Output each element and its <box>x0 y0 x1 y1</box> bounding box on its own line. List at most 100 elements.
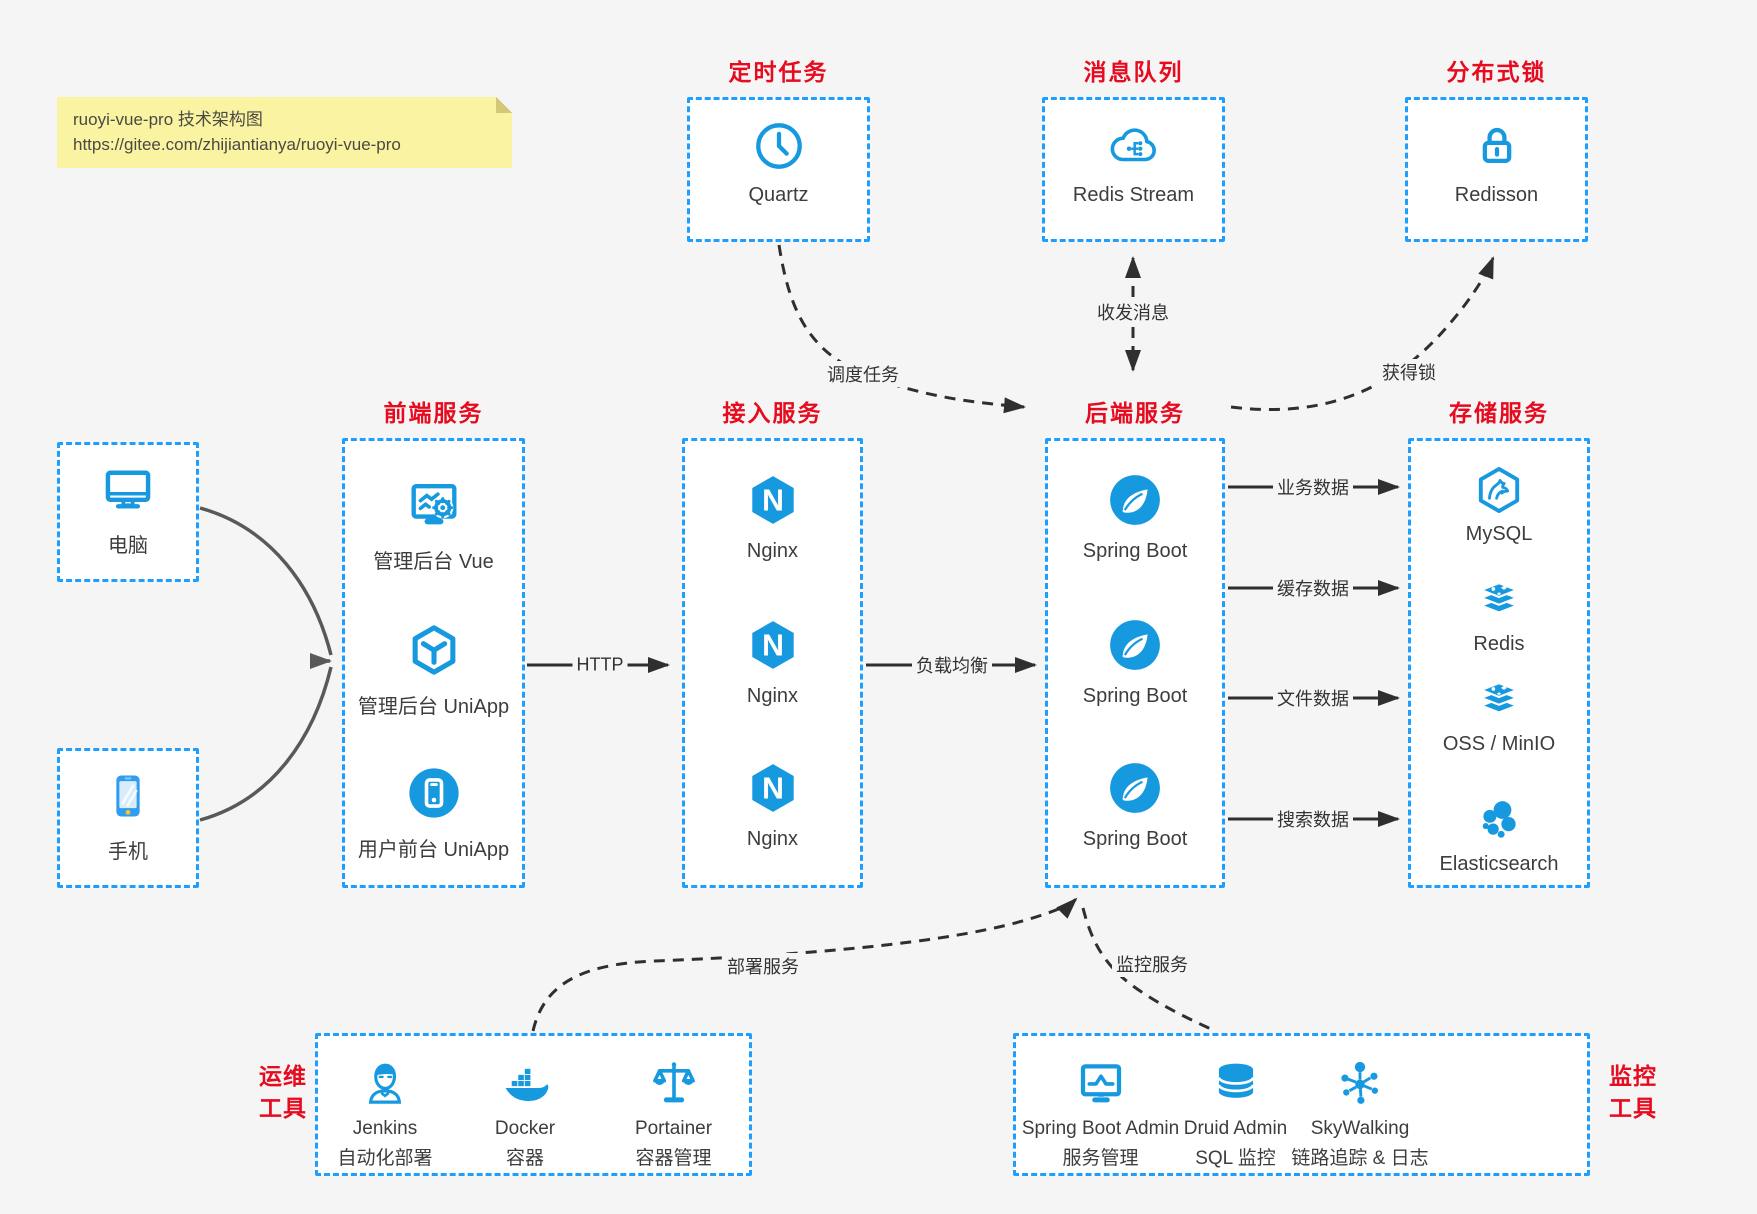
edge-label-deploy-service: 部署服务 <box>723 953 803 979</box>
sticky-note: ruoyi-vue-pro 技术架构图 https://gitee.com/zh… <box>57 97 512 168</box>
spring-boot-node-3: Spring Boot <box>1045 759 1225 851</box>
skywalking-node: SkyWalking 链路追踪 & 日志 <box>1260 1056 1460 1170</box>
skywalking-icon <box>1341 1061 1378 1104</box>
redisson-label: Redisson <box>1454 184 1539 206</box>
monitor-title-line1: 监控 <box>1609 1063 1657 1089</box>
admin-vue-node: 管理后台 Vue <box>342 476 525 574</box>
svg-text:N: N <box>762 485 784 518</box>
spring-boot-icon <box>1110 763 1160 813</box>
spring-boot-icon <box>1110 620 1160 670</box>
nginx-node-3: N Nginx <box>682 759 863 851</box>
mobile-label: 手机 <box>108 841 148 863</box>
docker-node: Docker 容器 <box>455 1056 595 1170</box>
svg-text:N: N <box>762 773 784 806</box>
redisson-node: Redisson <box>1405 119 1588 207</box>
monitor-title-line2: 工具 <box>1609 1095 1657 1121</box>
pc-label: 电脑 <box>108 535 148 557</box>
lock-icon <box>1482 127 1511 163</box>
ops-title-line2: 工具 <box>259 1095 307 1121</box>
spring-boot-label: Spring Boot <box>1082 685 1188 707</box>
spring-boot-admin-icon <box>1080 1064 1121 1103</box>
mysql-label: MySQL <box>1465 523 1533 545</box>
elasticsearch-label: Elasticsearch <box>1439 853 1559 875</box>
ops-tools-title: 运维 工具 <box>248 1060 318 1124</box>
edge-label-http: HTTP <box>572 654 628 676</box>
redis-stream-label: Redis Stream <box>1072 184 1195 206</box>
note-fold-corner <box>496 97 512 113</box>
jenkins-node: Jenkins 自动化部署 <box>315 1056 455 1170</box>
column-title-storage: 存储服务 <box>1449 400 1549 426</box>
admin-vue-label: 管理后台 Vue <box>373 551 494 573</box>
mysql-node: MySQL <box>1408 464 1590 546</box>
jenkins-label: Jenkins <box>352 1118 418 1139</box>
spring-boot-admin-sublabel: 服务管理 <box>1062 1148 1139 1169</box>
elasticsearch-node: Elasticsearch <box>1408 794 1590 876</box>
desktop-icon <box>105 470 151 509</box>
edge-label-send-receive-message: 收发消息 <box>1093 299 1173 325</box>
skywalking-sublabel: 链路追踪 & 日志 <box>1291 1148 1429 1169</box>
druid-admin-sublabel: SQL 监控 <box>1195 1148 1276 1169</box>
quartz-node: Quartz <box>687 119 870 207</box>
uniapp-cube-icon <box>412 625 455 675</box>
ops-title-line1: 运维 <box>259 1063 307 1089</box>
note-title: ruoyi-vue-pro 技术架构图 <box>73 110 263 129</box>
redis-stream-box <box>1042 97 1225 242</box>
portainer-sublabel: 容器管理 <box>635 1148 712 1169</box>
group-title-message-queue: 消息队列 <box>1083 59 1184 85</box>
pc-node: 电脑 <box>57 462 199 558</box>
monitor-tools-box <box>1013 1033 1590 1176</box>
group-title-distributed-lock: 分布式锁 <box>1446 59 1547 85</box>
nginx-label: Nginx <box>746 828 799 850</box>
elasticsearch-icon <box>1482 801 1516 838</box>
column-title-frontend: 前端服务 <box>383 400 484 426</box>
nginx-label: Nginx <box>746 685 799 707</box>
pc-box <box>57 442 199 582</box>
clock-icon <box>755 123 802 169</box>
docker-icon <box>505 1068 549 1101</box>
docker-sublabel: 容器 <box>505 1148 544 1169</box>
portainer-icon <box>652 1062 695 1103</box>
cloud-mq-icon <box>1110 128 1156 162</box>
edge-label-file-data: 文件数据 <box>1273 685 1353 711</box>
admin-vue-icon <box>411 483 456 525</box>
admin-uniapp-label: 管理后台 UniApp <box>357 696 510 718</box>
redis-stream-node: Redis Stream <box>1042 119 1225 207</box>
redis-icon <box>1478 581 1520 614</box>
spring-boot-node-2: Spring Boot <box>1045 616 1225 708</box>
mysql-icon <box>1478 467 1520 513</box>
skywalking-label: SkyWalking <box>1310 1118 1410 1139</box>
nginx-node-2: N Nginx <box>682 616 863 708</box>
user-uniapp-label: 用户前台 UniApp <box>357 839 510 861</box>
smartphone-icon <box>116 775 140 817</box>
edge-label-cache-data: 缓存数据 <box>1273 575 1353 601</box>
nginx-icon: N <box>751 764 794 812</box>
docker-label: Docker <box>494 1118 556 1139</box>
spring-boot-icon <box>1110 475 1160 525</box>
note-url: https://gitee.com/zhijiantianya/ruoyi-vu… <box>73 135 401 154</box>
redis-label: Redis <box>1473 633 1525 655</box>
nginx-icon: N <box>751 476 794 524</box>
edge-label-acquire-lock: 获得锁 <box>1378 359 1440 385</box>
nginx-icon: N <box>751 621 794 669</box>
redis-node: Redis <box>1408 574 1590 656</box>
column-title-gateway: 接入服务 <box>722 400 823 426</box>
nginx-node-1: N Nginx <box>682 471 863 563</box>
oss-minio-label: OSS / MinIO <box>1442 733 1556 755</box>
oss-minio-node: OSS / MinIO <box>1408 674 1590 756</box>
oss-minio-icon <box>1478 681 1520 714</box>
svg-text:N: N <box>762 630 784 663</box>
user-uniapp-icon <box>408 768 459 818</box>
nginx-label: Nginx <box>746 540 799 562</box>
edge-label-business-data: 业务数据 <box>1273 474 1353 500</box>
jenkins-icon <box>368 1063 402 1104</box>
druid-admin-label: Druid Admin <box>1183 1118 1288 1139</box>
edge-label-schedule-task: 调度任务 <box>823 361 903 387</box>
spring-boot-node-1: Spring Boot <box>1045 471 1225 563</box>
redisson-box <box>1405 97 1588 242</box>
spring-boot-admin-node: Spring Boot Admin 服务管理 <box>1013 1056 1188 1170</box>
edge-label-search-data: 搜索数据 <box>1273 806 1353 832</box>
quartz-box <box>687 97 870 242</box>
portainer-node: Portainer 容器管理 <box>595 1056 752 1170</box>
quartz-label: Quartz <box>748 184 809 206</box>
